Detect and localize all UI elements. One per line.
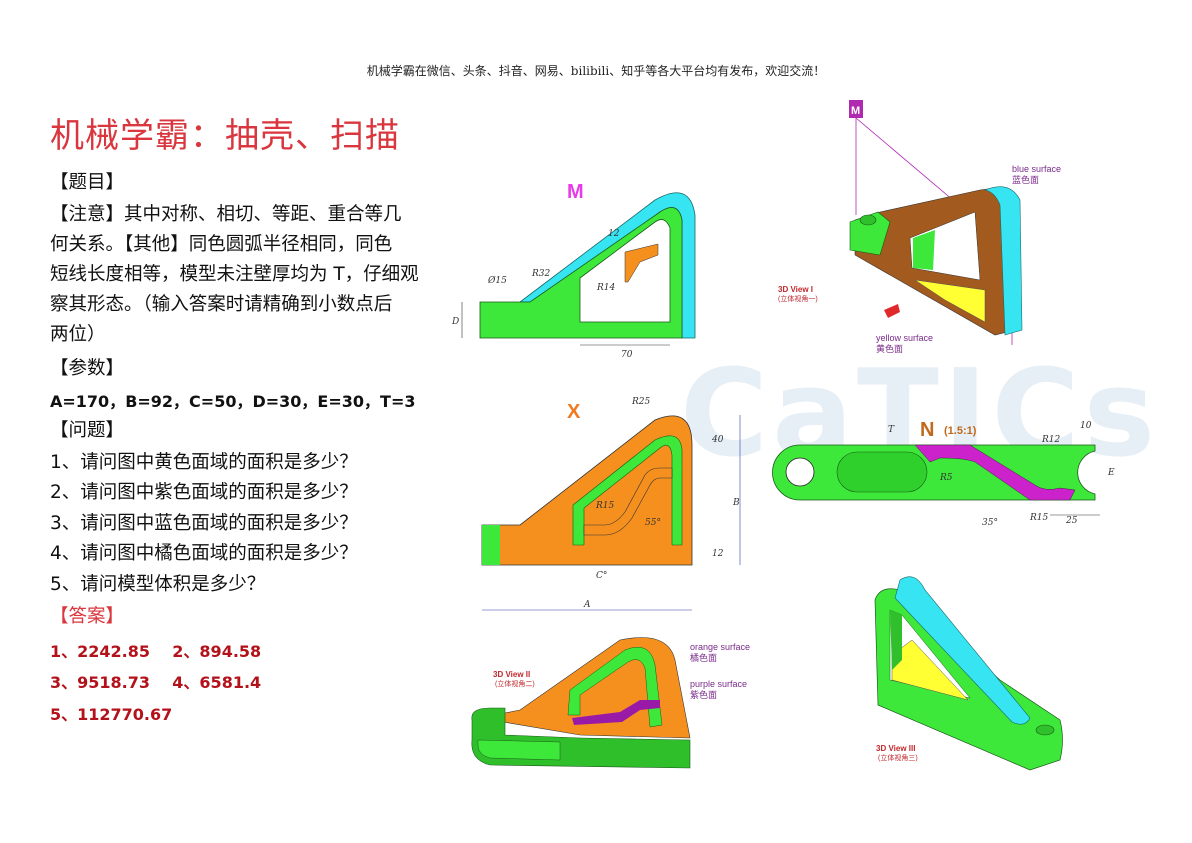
marker-m: M [851, 105, 860, 117]
label-blue-surface: blue surface [1012, 164, 1061, 174]
dim-a: A [583, 600, 591, 610]
section-view-n: N (1.5:1) T R5 R12 10 E 35° R15 25 [772, 419, 1115, 528]
dim-10: 10 [1080, 421, 1092, 431]
view-scale-n: (1.5:1) [944, 425, 977, 437]
view-3d-1: M blue surface 蓝色面 yellow surface 黄色面 3D… [778, 100, 1061, 354]
dim-r15: R15 [1029, 513, 1049, 523]
dim-35deg: 35° [982, 518, 998, 528]
view-label-n: N [920, 419, 934, 441]
params-values: A=170，B=92，C=50，D=30，E=30，T=3 [50, 392, 416, 411]
view-subtitle-3d-2: (立体视角二) [495, 679, 535, 688]
label-purple-surface: purple surface [690, 679, 747, 689]
view-3d-2: orange surface 橘色面 purple surface 紫色面 3D… [471, 637, 750, 769]
dim-r5: R5 [939, 473, 953, 483]
dim-r14: R14 [596, 283, 616, 293]
dim-d: D [451, 317, 459, 327]
view-3d-3: 3D View III (立体视角三) [874, 576, 1063, 771]
dim-r12: R12 [1041, 435, 1061, 445]
label-yellow-surface: yellow surface [876, 333, 933, 343]
answer-item: 3、9518.73 4、6581.4 [50, 673, 262, 692]
question-item: 3、请问图中蓝色面域的面积是多少？ [50, 513, 358, 534]
dim-12: 12 [712, 549, 724, 559]
question-item: 4、请问图中橘色面域的面积是多少？ [50, 543, 358, 564]
dim-r15: R15 [595, 501, 615, 511]
dim-25: 25 [1065, 516, 1078, 526]
question-item: 5、请问模型体积是多少？ [50, 574, 266, 595]
dim-t: T [888, 425, 895, 435]
page-caption: 机械学霸在微信、头条、抖音、网易、bilibili、知乎等各大平台均有发布，欢迎… [366, 64, 826, 78]
dim-r32: R32 [531, 269, 551, 279]
view-title-3d-1: 3D View I [778, 285, 813, 294]
dim-e: E [1107, 468, 1115, 478]
question-item: 1、请问图中黄色面域的面积是多少？ [50, 452, 358, 473]
view-subtitle-3d-1: (立体视角一) [778, 294, 818, 303]
dim-b: B [732, 498, 740, 508]
label-purple-surface-cn: 紫色面 [690, 689, 717, 700]
label-blue-surface-cn: 蓝色面 [1012, 174, 1039, 185]
dim-55deg: 55° [645, 518, 661, 528]
question-item: 2、请问图中紫色面域的面积是多少？ [50, 482, 358, 503]
dim-12: 12 [608, 229, 620, 239]
questions-heading: 【问题】 [50, 420, 125, 441]
section-view-x: X A R25 40 R15 55° B 12 C° [481, 397, 741, 611]
view-title-3d-2: 3D View II [493, 670, 530, 679]
label-yellow-surface-cn: 黄色面 [876, 343, 903, 354]
dim-r25: R25 [631, 397, 651, 407]
view-subtitle-3d-3: (立体视角三) [878, 753, 918, 762]
dim-40: 40 [711, 435, 724, 445]
answer-item: 5、112770.67 [50, 705, 173, 724]
topic-heading: 【题目】 [50, 172, 125, 193]
section-view-m: M 70 Ø15 R32 12 R14 D [451, 181, 696, 360]
view-label-m: M [567, 181, 584, 203]
note-line: 【注意】其中对称、相切、等距、重合等几 [50, 204, 402, 225]
params-heading: 【参数】 [50, 358, 125, 379]
dim-70: 70 [621, 350, 633, 360]
answer-item: 1、2242.85 2、894.58 [50, 642, 262, 661]
note-line: 何关系。【其他】同色圆弧半径相同，同色 [50, 234, 393, 255]
label-orange-surface-cn: 橘色面 [690, 652, 717, 663]
note-line: 短线长度相等，模型未注壁厚均为 T，仔细观 [50, 264, 419, 285]
label-orange-surface: orange surface [690, 642, 750, 652]
dim-c: C° [596, 571, 607, 581]
answers-heading: 【答案】 [50, 606, 125, 627]
note-line: 察其形态。（输入答案时请精确到小数点后 [50, 294, 393, 315]
note-line: 两位） [50, 324, 106, 345]
view-label-x: X [567, 401, 581, 423]
dim-dia15: Ø15 [487, 275, 507, 286]
view-title-3d-3: 3D View III [876, 744, 915, 753]
page-title: 机械学霸：抽壳、扫描 [50, 116, 400, 156]
